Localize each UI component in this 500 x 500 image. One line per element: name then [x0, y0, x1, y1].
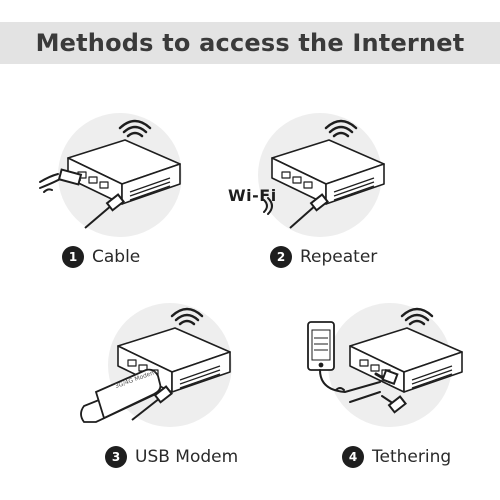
method-1-number: 1: [62, 246, 84, 268]
method-3-caption: 3 USB Modem: [105, 446, 238, 468]
method-3-label: USB Modem: [135, 447, 239, 467]
method-repeater-panel: Wi-Fi 2 Repeater: [228, 0, 500, 290]
method-4-caption: 4 Tethering: [342, 446, 451, 468]
method-2-number: 2: [270, 246, 292, 268]
method-1-caption: 1 Cable: [62, 246, 140, 268]
router-cable-illustration: [39, 113, 182, 237]
ethernet-cable-icon: [39, 168, 83, 193]
wifi-signal-icon: [324, 119, 358, 138]
router-tethering-illustration: [307, 303, 463, 427]
method-3-number: 3: [105, 446, 127, 468]
page-title: Methods to access the Internet: [35, 29, 465, 57]
router-repeater-illustration: [258, 113, 385, 237]
method-2-caption: 2 Repeater: [270, 246, 377, 268]
method-tethering-panel: 4 Tethering: [250, 290, 500, 500]
method-2-label: Repeater: [300, 247, 378, 267]
method-4-number: 4: [342, 446, 364, 468]
usb-modem-icon: [80, 368, 162, 423]
method-1-label: Cable: [92, 247, 141, 267]
usb-cable-icon: [319, 368, 407, 414]
method-cable-panel: 1 Cable: [0, 0, 250, 290]
wifi-signal-icon: [400, 307, 434, 326]
method-4-label: Tethering: [372, 447, 452, 467]
wifi-logo: Wi-Fi: [228, 186, 277, 205]
wifi-signal-icon: [170, 307, 204, 326]
wifi-logo-waves: [263, 197, 273, 215]
router-usb-illustration: [80, 303, 232, 427]
title-banner: Methods to access the Internet: [0, 22, 500, 64]
wifi-signal-icon: [118, 119, 152, 138]
router-icon: [271, 139, 385, 205]
method-usb-modem-panel: 3G/4G Modem 3 USB Modem: [0, 290, 250, 500]
smartphone-icon: [307, 321, 335, 371]
